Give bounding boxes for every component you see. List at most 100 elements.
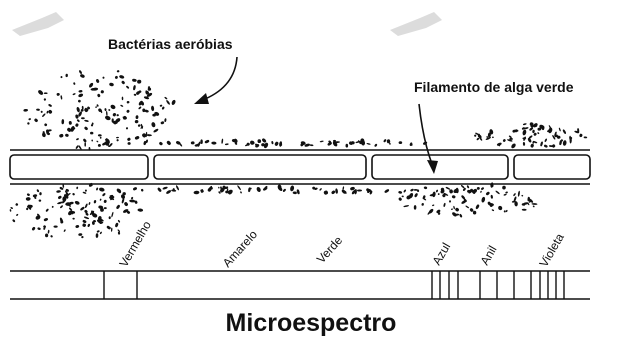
bacterium	[562, 129, 566, 134]
bacterium	[503, 193, 507, 196]
bacterium	[319, 140, 324, 143]
bacterium	[333, 139, 336, 142]
bacterium	[558, 127, 561, 132]
bacterium	[274, 141, 279, 146]
bacterium	[530, 124, 534, 128]
bacterium	[296, 189, 300, 195]
bacterium	[548, 127, 553, 134]
bacterium	[100, 207, 104, 212]
bacterium	[476, 137, 480, 141]
bacterium	[486, 136, 489, 138]
bacterium	[278, 186, 283, 191]
bacterium	[133, 187, 137, 191]
spectrum-label-azul: Azul	[429, 240, 453, 267]
bacterium	[521, 203, 526, 206]
bacterium	[398, 191, 403, 194]
bacterium	[481, 187, 484, 190]
bacterium	[280, 143, 283, 146]
bacterium	[85, 203, 88, 209]
bacterium	[331, 190, 336, 195]
bacterium	[146, 92, 153, 97]
bacterium	[262, 138, 267, 143]
bacterium	[60, 95, 63, 100]
bacterium	[85, 212, 89, 216]
bacterium	[421, 203, 424, 206]
bacterium	[398, 141, 403, 145]
bacterium	[413, 189, 418, 191]
bacterium	[541, 125, 545, 131]
bacterium	[112, 113, 117, 117]
bacterium	[142, 108, 146, 113]
bacterium	[240, 191, 242, 194]
bacterium	[129, 199, 136, 203]
bacterium	[114, 75, 118, 79]
bacterium	[490, 182, 494, 188]
bacterium	[56, 190, 61, 193]
bacterium	[552, 135, 556, 140]
bacterium	[226, 188, 229, 191]
bacterium	[469, 208, 474, 212]
bacterium	[334, 141, 340, 144]
bacterium	[116, 70, 120, 73]
bacterium	[84, 119, 89, 122]
bacterium	[91, 122, 94, 125]
bacterium	[147, 87, 152, 91]
bacterium	[401, 195, 404, 198]
bacterium	[58, 195, 62, 199]
bacterium	[75, 225, 80, 228]
bacterium	[96, 104, 99, 107]
bacterium	[521, 208, 527, 211]
bacterium	[461, 195, 466, 200]
bacterium	[263, 142, 269, 149]
bacterium	[121, 198, 125, 204]
bacterium	[142, 133, 147, 138]
bacterium	[87, 106, 90, 110]
bacterium	[138, 100, 143, 106]
bacterium	[89, 184, 93, 187]
bacterium	[529, 127, 534, 131]
bacterium	[263, 187, 268, 191]
bacterium	[486, 191, 490, 196]
bacterium	[36, 108, 40, 111]
bacterium	[250, 140, 255, 145]
bacterium	[125, 127, 129, 130]
bacterium	[88, 202, 91, 205]
bacterium	[491, 209, 495, 212]
bacterium	[435, 189, 439, 193]
bacterium	[559, 140, 562, 146]
bacterium	[108, 226, 111, 229]
bacterium	[514, 201, 518, 207]
bacterium	[68, 210, 73, 216]
bacterium	[507, 139, 513, 142]
bacterium	[60, 205, 63, 209]
bacterium	[164, 96, 168, 100]
bacterium	[116, 136, 119, 139]
bacterium	[522, 129, 527, 136]
bacterium	[451, 195, 456, 199]
filament-arrow-icon	[418, 103, 433, 165]
bacterium	[134, 136, 140, 140]
bacterium	[145, 90, 149, 95]
spectrum-label-vermelho: Vermelho	[116, 218, 154, 269]
bacterium	[409, 142, 413, 146]
bacterium	[171, 99, 176, 105]
bacterium	[144, 109, 149, 113]
bacterium	[383, 139, 387, 143]
bacterium	[23, 108, 28, 112]
bacterium	[136, 91, 140, 95]
bacterium	[398, 197, 402, 201]
bacterium	[436, 209, 441, 214]
bacterium	[207, 187, 212, 192]
bacterium	[577, 128, 580, 133]
bacterium	[43, 227, 46, 230]
bacterium	[490, 194, 493, 199]
bacterium	[78, 233, 83, 236]
bacterium	[517, 190, 520, 197]
bacterium	[95, 233, 99, 238]
bacterium	[16, 213, 19, 216]
bacterium	[509, 137, 513, 140]
bacterium	[455, 187, 459, 194]
bacterium	[523, 127, 529, 130]
bacterium	[97, 216, 102, 221]
bacterium	[440, 187, 445, 192]
